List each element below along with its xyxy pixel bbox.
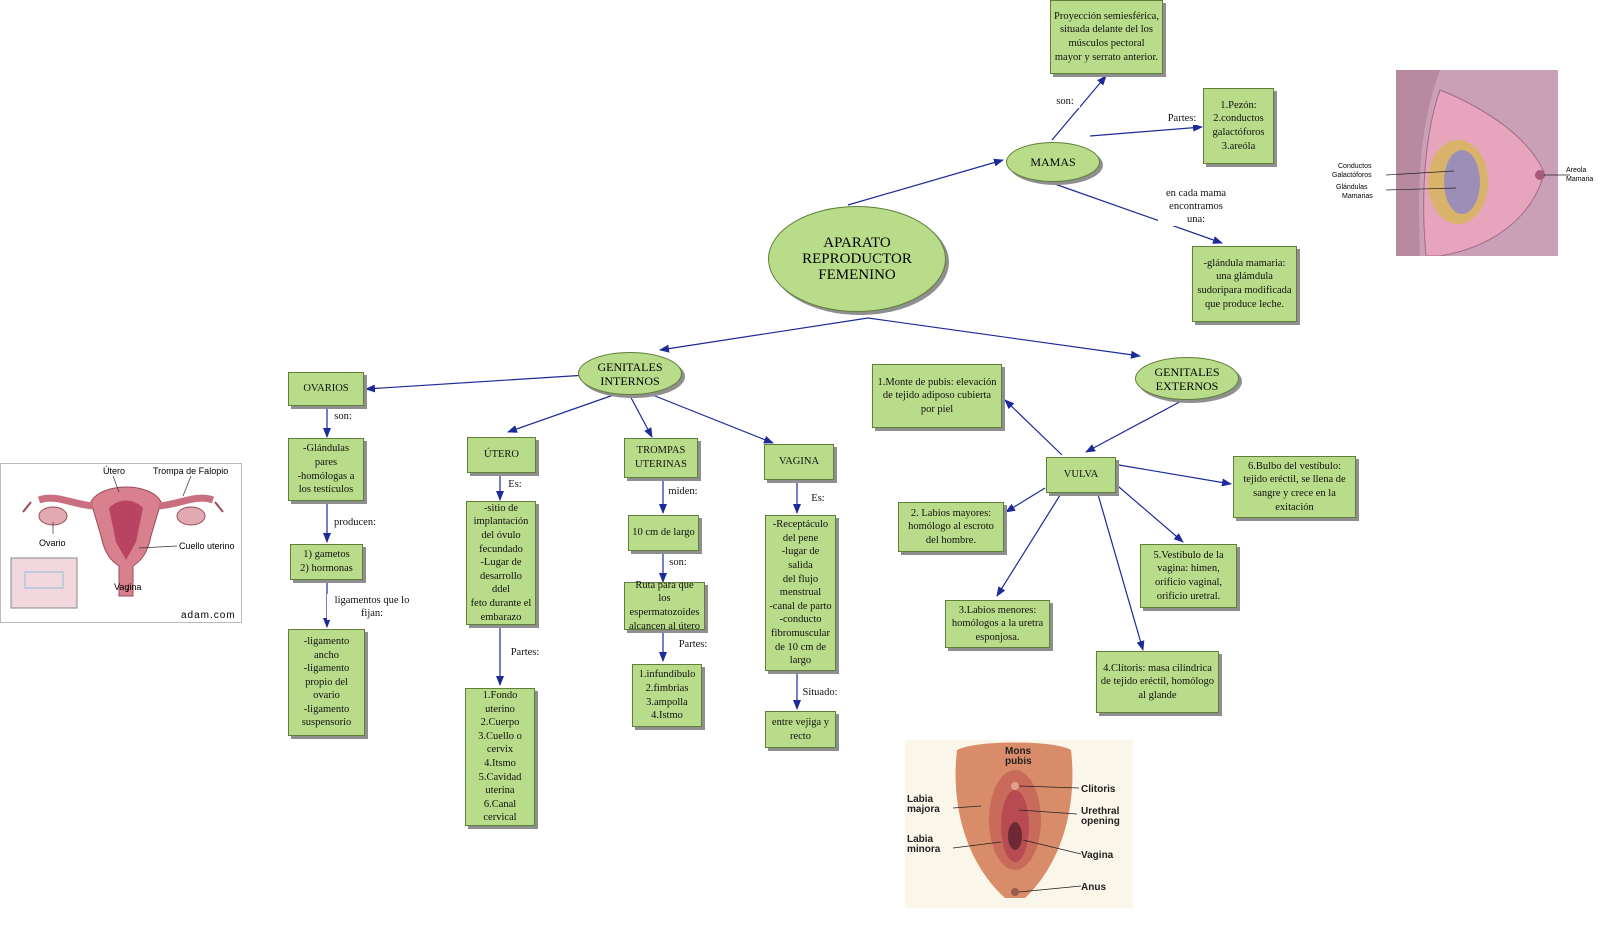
- link-label-miden: miden:: [666, 485, 700, 498]
- mamas-node[interactable]: MAMAS: [1006, 142, 1100, 182]
- link-label-son: son:: [1050, 95, 1080, 108]
- uterus-label-trompa: Trompa de Falopio: [153, 466, 228, 476]
- uterus-label-vagina: Vagina: [114, 582, 141, 592]
- partes-trompa-box[interactable]: 1.infundíbulo 2.fimbrias 3.ampolla 4.Ist…: [632, 664, 702, 727]
- ligamentos-box[interactable]: -ligamento ancho -ligamento propio del o…: [288, 629, 365, 736]
- clitoris-box[interactable]: 4.Clítoris: masa cilíndrica de tejido er…: [1096, 651, 1219, 713]
- uterus-label-cuello: Cuello uterino: [179, 541, 235, 551]
- arrow-internos-utero: [507, 391, 623, 433]
- arrow-vulva-bulbo: [1118, 464, 1232, 487]
- arrow-main-internos: [659, 317, 869, 353]
- arrow-internos-vagina: [639, 389, 774, 444]
- link-label-es: Es:: [808, 492, 828, 505]
- ovarios-box[interactable]: OVARIOS: [288, 372, 364, 406]
- vulva-label-vagina: Vagina: [1081, 850, 1114, 861]
- link-label-producen: producen:: [330, 516, 380, 529]
- link-label-partes: Partes:: [675, 638, 711, 651]
- vejiga-recto-box[interactable]: entre vejiga y recto: [765, 711, 836, 748]
- uterus-illustration: Útero Trompa de Falopio Ovario Cuello ut…: [0, 463, 242, 623]
- uterus-drawing: Útero Trompa de Falopio Ovario Cuello ut…: [10, 466, 236, 621]
- central-node[interactable]: APARATO REPRODUCTOR FEMENINO: [768, 206, 946, 312]
- link-label-en-cada-mama: en cada mama encontramos una:: [1158, 187, 1234, 226]
- monte-pubis-box[interactable]: 1.Monte de pubis: elevación de tejido ad…: [872, 364, 1002, 428]
- link-label-partes: Partes:: [505, 646, 545, 659]
- ruta-box[interactable]: Ruta para que los espermatozoides alcanc…: [624, 580, 705, 632]
- arrow-main-mamas: [847, 158, 1004, 206]
- arrow-mamas-proyeccion: [1051, 75, 1107, 141]
- glandula-mamaria-box[interactable]: -glándula mamaria: una glámdula sudoripa…: [1192, 246, 1297, 322]
- arrow-main-externos: [867, 317, 1141, 359]
- arrow-mamas-partes: [1089, 123, 1203, 137]
- glandulas-pares-box[interactable]: -Glándulas pares -homólogas a los testíc…: [288, 438, 364, 501]
- uterus-label-ovario: Ovario: [39, 538, 66, 548]
- genitales-internos-node[interactable]: GENITALES INTERNOS: [578, 352, 682, 395]
- arrow-externos-vulva: [1085, 397, 1188, 453]
- gametos-box[interactable]: 1) gametos 2) hormonas: [290, 544, 363, 580]
- vagina-box[interactable]: VAGINA: [764, 444, 834, 480]
- link-label-partes: Partes:: [1164, 112, 1200, 125]
- vulva-label-clitoris: Clitoris: [1081, 784, 1116, 795]
- arrow-vulva-vestibulo: [1111, 480, 1184, 543]
- partes-mama-box[interactable]: 1.Pezón: 2.conductos galactóforos 3.areó…: [1203, 88, 1274, 164]
- vulva-box[interactable]: VULVA: [1046, 457, 1116, 493]
- diez-cm-box[interactable]: 10 cm de largo: [628, 515, 699, 551]
- arrow-vulva-labios-may: [1005, 487, 1046, 513]
- uterus-credit: adam.com: [181, 610, 236, 621]
- link-label-son: son:: [330, 410, 356, 423]
- uterus-label-utero: Útero: [103, 466, 125, 476]
- arrow-mamas-glandula: [1051, 182, 1223, 244]
- bulbo-vestibulo-box[interactable]: 6.Bulbo del vestíbulo: tejido eréctil, s…: [1233, 456, 1356, 518]
- link-label-son: son:: [666, 556, 690, 569]
- arrow-vulva-monte: [1004, 399, 1063, 456]
- partes-utero-box[interactable]: 1.Fondo uterino 2.Cuerpo 3.Cuello o cerv…: [465, 688, 535, 826]
- proyeccion-box[interactable]: Proyección semiesférica, situada delante…: [1050, 0, 1163, 74]
- vulva-label-anus: Anus: [1081, 882, 1106, 893]
- arrow-internos-ovarios: [365, 374, 588, 393]
- arrow-vulva-labios-men: [996, 491, 1063, 597]
- labios-mayores-box[interactable]: 2. Labios mayores: homólogo al escroto d…: [898, 502, 1004, 552]
- sitio-implantacion-box[interactable]: -sitio de implantación del óvulo fecunda…: [466, 501, 536, 625]
- arrow-internos-trompas: [627, 391, 653, 438]
- trompas-box[interactable]: TROMPAS UTERINAS: [624, 438, 698, 478]
- arrow-vulva-clitoris: [1096, 490, 1145, 651]
- labios-menores-box[interactable]: 3.Labios menores: homólogos a la uretra …: [945, 600, 1050, 648]
- vestibulo-vagina-box[interactable]: 5.Vestíbulo de la vagina: himen, orifici…: [1140, 544, 1237, 608]
- link-label-fijan: ligamentos que lo fijan:: [327, 594, 417, 620]
- genitales-externos-node[interactable]: GENITALES EXTERNOS: [1135, 357, 1239, 400]
- utero-box[interactable]: ÚTERO: [467, 437, 536, 473]
- link-label-situado: Situado:: [800, 686, 840, 699]
- link-label-es: Es:: [505, 478, 525, 491]
- receptaculo-box[interactable]: -Receptáculo del pene -lugar de salida d…: [765, 515, 836, 671]
